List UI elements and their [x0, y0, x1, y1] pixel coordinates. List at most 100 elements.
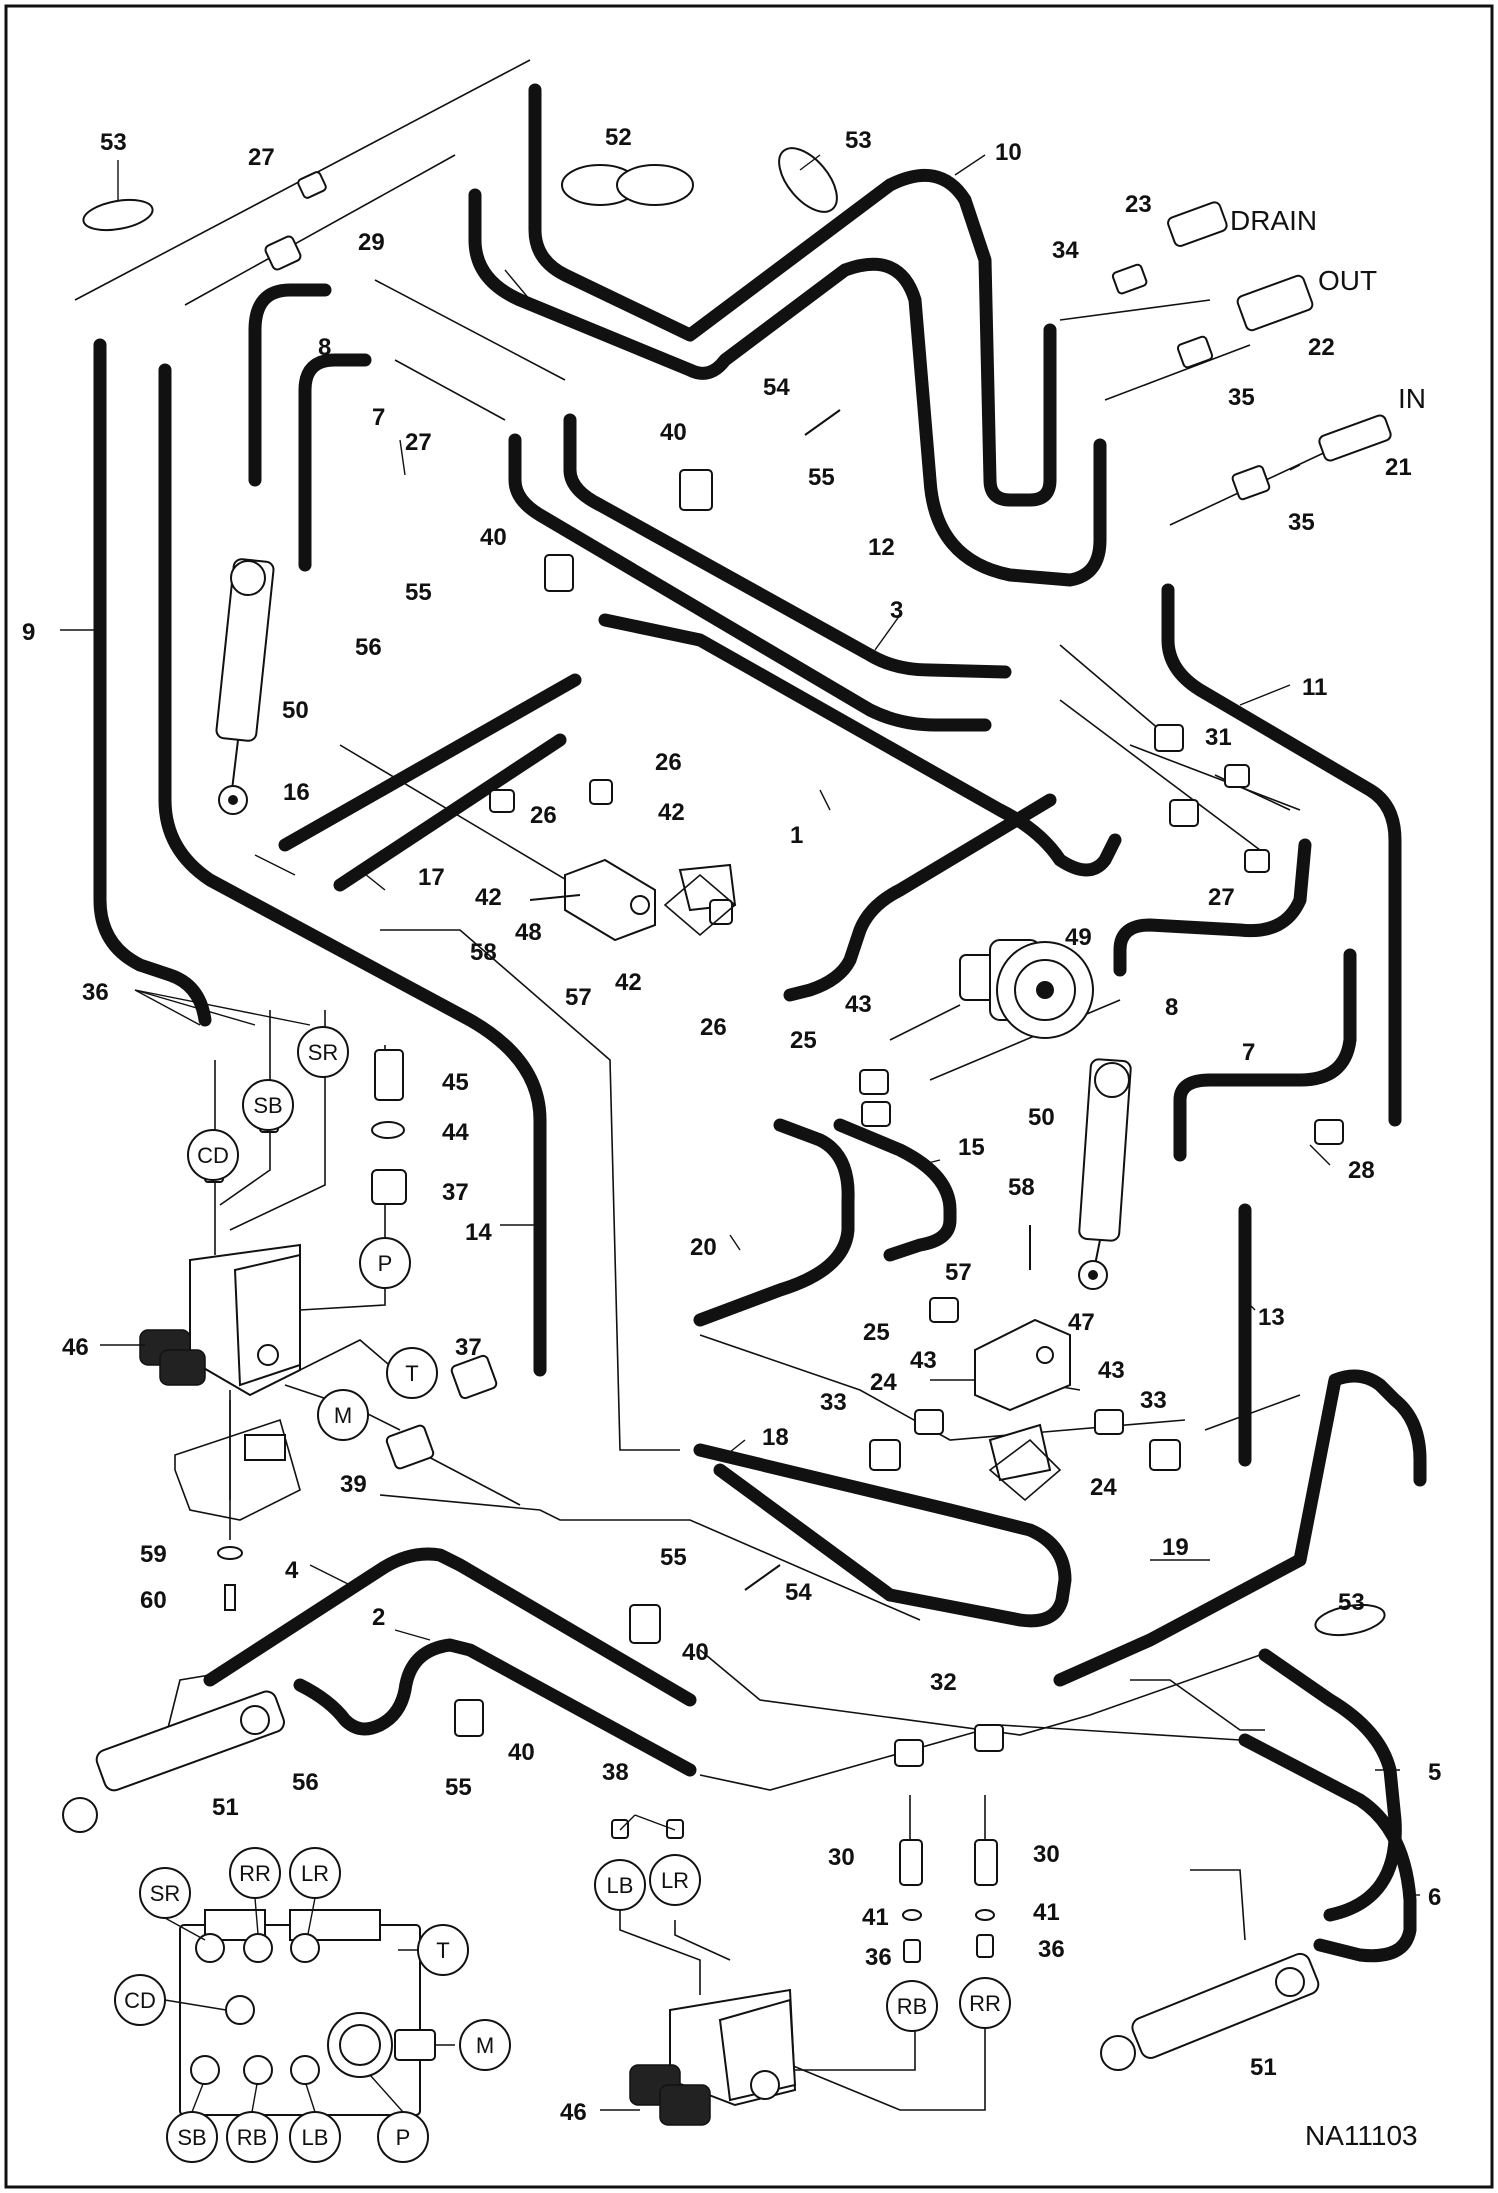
- label-44: 44: [442, 1119, 469, 1146]
- port-sb: SB: [253, 1093, 282, 1118]
- guide-line: [184, 154, 456, 306]
- control-valve-46-upper: [139, 1243, 301, 1611]
- block-48: [564, 858, 737, 942]
- endview-sb: SB: [177, 2125, 206, 2150]
- endview-lb: LB: [302, 2125, 329, 2150]
- hose-7-upper: [298, 353, 372, 572]
- guide-line: [929, 999, 1121, 1081]
- label-36b: 36: [865, 1944, 892, 1971]
- label-48: 48: [515, 919, 542, 946]
- label-7b: 7: [1242, 1039, 1255, 1066]
- guide-line: [380, 929, 680, 1451]
- label-26b: 26: [530, 802, 557, 829]
- label-32: 32: [930, 1669, 957, 1696]
- label-37a: 37: [442, 1179, 469, 1206]
- label-30a: 30: [828, 1844, 855, 1871]
- port-lr: LR: [661, 1868, 689, 1893]
- motor-49: [959, 939, 1094, 1039]
- label-31: 31: [1205, 724, 1232, 751]
- label-55d: 55: [445, 1774, 472, 1801]
- label-36c: 36: [1038, 1936, 1065, 1963]
- label-54b: 54: [785, 1579, 812, 1606]
- endview-sr: SR: [150, 1881, 181, 1906]
- hose-11: [1161, 583, 1402, 1127]
- label-6: 6: [1428, 1884, 1441, 1911]
- cylinder-50-upper: [215, 558, 275, 815]
- guide-line: [1059, 299, 1211, 321]
- endview-p: P: [396, 2125, 411, 2150]
- label-50b: 50: [1028, 1104, 1055, 1131]
- port-lb-circle: [594, 1859, 646, 1911]
- port-labels: CD SB SR P T M LB LR RB RR SR RR LR T CD…: [114, 1026, 1011, 2163]
- label-39: 39: [340, 1471, 367, 1498]
- label-41b: 41: [1033, 1899, 1060, 1926]
- hose-6: [1238, 1733, 1417, 1963]
- label-14: 14: [465, 1219, 492, 1246]
- guide-line: [374, 279, 566, 381]
- label-33b: 33: [1140, 1387, 1167, 1414]
- hose-4: [203, 1547, 697, 1707]
- endview-rr: RR: [239, 1861, 271, 1886]
- label-54a: 54: [763, 374, 790, 401]
- label-2: 2: [372, 1604, 385, 1631]
- label-1: 1: [790, 822, 803, 849]
- guide-line: [424, 1454, 521, 1506]
- label-22: 22: [1308, 334, 1335, 361]
- hose-1b: [783, 793, 1057, 1002]
- hose-1: [598, 613, 1122, 877]
- label-57a: 57: [565, 984, 592, 1011]
- guide-line: [219, 1010, 271, 1206]
- label-30b: 30: [1033, 1841, 1060, 1868]
- label-25a: 25: [790, 1027, 817, 1054]
- hose-7-right: [1173, 948, 1357, 1162]
- label-40c: 40: [682, 1639, 709, 1666]
- label-56a: 56: [355, 634, 382, 661]
- label-56b: 56: [292, 1769, 319, 1796]
- label-8b: 8: [1165, 994, 1178, 1021]
- label-46a: 46: [62, 1334, 89, 1361]
- guide-line: [339, 744, 601, 901]
- hose-9: [93, 338, 212, 1027]
- label-40b: 40: [480, 524, 507, 551]
- label-58a: 58: [470, 939, 497, 966]
- port-rb: RB: [897, 1994, 928, 2019]
- label-24a: 24: [870, 1369, 897, 1396]
- guide-line: [674, 1920, 731, 1961]
- label-46b: 46: [560, 2099, 587, 2126]
- diagram-frame: [4, 4, 1494, 2189]
- label-42a: 42: [658, 799, 685, 826]
- endview-m-circle: [459, 2019, 511, 2071]
- label-23: 23: [1125, 191, 1152, 218]
- label-53c: 53: [1338, 1589, 1365, 1616]
- hose-5: [1258, 1648, 1402, 1922]
- port-rb-circle: [886, 1980, 938, 2032]
- guide-line: [1059, 699, 1261, 851]
- guide-line: [889, 1004, 961, 1041]
- endview-t-circle: [417, 1924, 469, 1976]
- guide-line: [1104, 344, 1251, 401]
- label-in: IN: [1398, 383, 1426, 414]
- hose-20: [693, 1118, 855, 1327]
- cylinder-51-left: [62, 1690, 285, 1833]
- label-28: 28: [1348, 1157, 1375, 1184]
- hose-8-right: [1113, 838, 1312, 977]
- endview-m: M: [476, 2033, 494, 2058]
- port-lr-circle: [649, 1854, 701, 1906]
- label-55c: 55: [660, 1544, 687, 1571]
- label-42c: 42: [615, 969, 642, 996]
- hose-2: [293, 1638, 697, 1777]
- port-m: M: [334, 1403, 352, 1428]
- label-26a: 26: [655, 749, 682, 776]
- port-sr-circle: [297, 1026, 349, 1078]
- drawing-code: NA11103: [1305, 2120, 1418, 2151]
- label-12: 12: [868, 534, 895, 561]
- label-59: 59: [140, 1541, 167, 1568]
- guide-line: [1129, 744, 1301, 811]
- endview-t: T: [436, 1938, 449, 1963]
- guide-line: [1059, 644, 1161, 731]
- guide-line: [619, 1910, 701, 1995]
- guide-line: [299, 1195, 386, 1311]
- label-29: 29: [358, 229, 385, 256]
- label-25b: 25: [863, 1319, 890, 1346]
